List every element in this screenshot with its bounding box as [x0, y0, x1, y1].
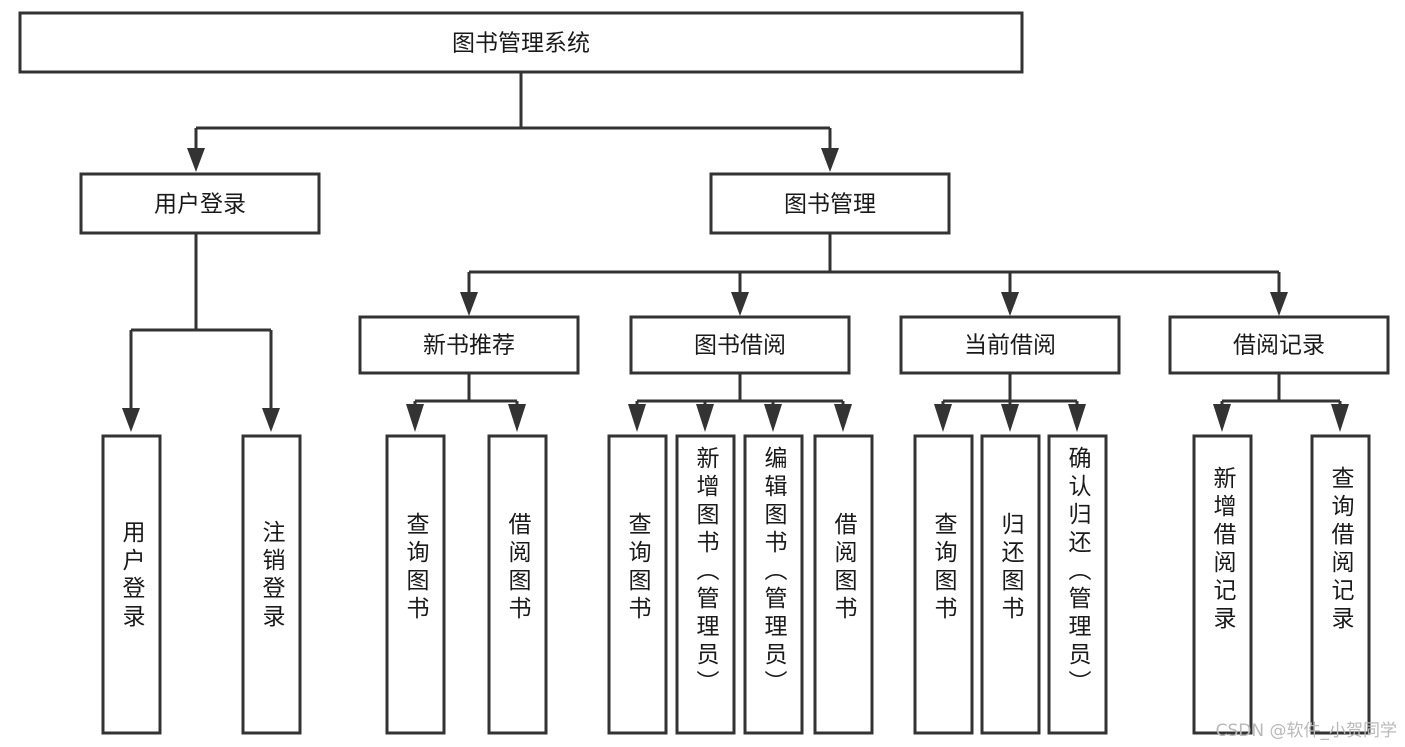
leaf-new-book-recommend-2-box[interactable] [487, 434, 548, 735]
leaf-book-borrow-3-label: 编辑图书（管理员） [760, 446, 788, 698]
leaf-current-borrow-3[interactable]: 确认归还（管理员） [1047, 434, 1108, 735]
leaf-new-book-recommend-2[interactable]: 借阅图书 [487, 434, 548, 735]
leaf-current-borrow-1-box[interactable] [913, 434, 974, 735]
leaf-borrow-record-1-box[interactable] [1192, 434, 1253, 735]
leaf-book-borrow-3-box[interactable] [743, 434, 804, 735]
arrow-head-new-book-leaf-1 [406, 404, 424, 432]
leaf-book-borrow-2[interactable]: 新增图书（管理员） [675, 434, 736, 735]
arrow-head-l3-current-borrow [1001, 292, 1019, 316]
node-current-borrow-label: 当前借阅 [964, 333, 1056, 359]
leaf-book-borrow-3[interactable]: 编辑图书（管理员） [743, 434, 804, 735]
leaf-book-borrow-4-label: 借阅图书 [830, 512, 858, 624]
leaf-user-login-2[interactable]: 注销登录 [241, 434, 302, 735]
arrow-head-user-login-leaf-1 [122, 408, 140, 432]
leaf-current-borrow-3-box[interactable] [1047, 434, 1108, 735]
leaf-new-book-recommend-2-label: 借阅图书 [504, 512, 532, 624]
arrow-head-user-login-leaf-2 [262, 408, 280, 432]
connector-group-book-manage [460, 233, 1288, 316]
node-current-borrow[interactable]: 当前借阅 [899, 315, 1121, 375]
arrow-head-borrow-record-leaf-1 [1213, 404, 1231, 432]
node-book-borrow-box[interactable] [629, 315, 851, 375]
leaf-borrow-record-1[interactable]: 新增借阅记录 [1192, 434, 1253, 735]
leaf-current-borrow-1[interactable]: 查询图书 [913, 434, 974, 735]
arrow-head-user-login [187, 148, 205, 172]
node-user-login-label: 用户登录 [154, 192, 246, 218]
leaf-user-login-1[interactable]: 用户登录 [101, 434, 162, 735]
node-book-manage-label: 图书管理 [784, 192, 876, 218]
leaf-book-borrow-4[interactable]: 借阅图书 [813, 434, 874, 735]
leaf-user-login-1-box[interactable] [101, 434, 162, 735]
node-current-borrow-box[interactable] [899, 315, 1121, 375]
node-book-borrow[interactable]: 图书借阅 [629, 315, 851, 375]
arrow-head-l3-borrow-record [1270, 292, 1288, 316]
arrow-head-current-borrow-leaf-3 [1068, 404, 1086, 432]
leaf-borrow-record-2[interactable]: 查询借阅记录 [1310, 434, 1371, 735]
node-root-system[interactable]: 图书管理系统 [18, 11, 1024, 74]
leaf-book-borrow-4-box[interactable] [813, 434, 874, 735]
node-root-system-label: 图书管理系统 [452, 31, 590, 57]
leaf-new-book-recommend-1[interactable]: 查询图书 [385, 434, 446, 735]
leaf-book-borrow-1-label: 查询图书 [624, 512, 652, 624]
leaf-borrow-record-2-box[interactable] [1310, 434, 1371, 735]
leaf-current-borrow-2-label: 归还图书 [997, 512, 1025, 624]
node-borrow-record-label: 借阅记录 [1233, 333, 1325, 359]
arrow-head-borrow-record-leaf-2 [1331, 404, 1349, 432]
node-book-borrow-label: 图书借阅 [694, 333, 786, 359]
leaf-borrow-record-2-label: 查询借阅记录 [1327, 466, 1355, 634]
leaf-new-book-recommend-1-label: 查询图书 [402, 512, 430, 624]
arrow-head-book-borrow-leaf-4 [834, 404, 852, 432]
leaf-book-borrow-2-box[interactable] [675, 434, 736, 735]
arrow-head-new-book-leaf-2 [508, 404, 526, 432]
connector-group-user-login [122, 233, 280, 432]
leaf-user-login-2-label: 注销登录 [258, 520, 286, 632]
arrow-head-l3-book-borrow [731, 292, 749, 316]
node-user-login[interactable]: 用户登录 [79, 172, 321, 235]
arrow-head-current-borrow-leaf-2 [1001, 404, 1019, 432]
connector-group-borrow-record [1213, 373, 1349, 432]
node-borrow-record-box[interactable] [1168, 315, 1390, 375]
leaf-book-borrow-1-box[interactable] [607, 434, 668, 735]
node-book-manage-box[interactable] [709, 172, 951, 235]
node-user-login-box[interactable] [79, 172, 321, 235]
node-new-book-recommend[interactable]: 新书推荐 [358, 315, 580, 375]
node-root-system-box[interactable] [18, 11, 1024, 74]
leaf-book-borrow-2-label: 新增图书（管理员） [692, 446, 720, 698]
leaf-book-borrow-1[interactable]: 查询图书 [607, 434, 668, 735]
arrow-head-book-borrow-leaf-3 [764, 404, 782, 432]
arrow-head-l3-new-book [460, 292, 478, 316]
node-new-book-recommend-box[interactable] [358, 315, 580, 375]
node-book-manage[interactable]: 图书管理 [709, 172, 951, 235]
arrow-head-book-borrow-leaf-2 [696, 404, 714, 432]
connector-group-root [187, 72, 839, 172]
leaf-borrow-record-1-label: 新增借阅记录 [1209, 466, 1237, 634]
leaf-user-login-1-label: 用户登录 [118, 520, 146, 632]
leaf-current-borrow-2-box[interactable] [980, 434, 1041, 735]
connector-group-book-borrow [628, 373, 852, 432]
leaf-new-book-recommend-1-box[interactable] [385, 434, 446, 735]
leaf-current-borrow-2[interactable]: 归还图书 [980, 434, 1041, 735]
leaf-user-login-2-box[interactable] [241, 434, 302, 735]
leaf-current-borrow-1-label: 查询图书 [930, 512, 958, 624]
arrow-head-book-borrow-leaf-1 [628, 404, 646, 432]
leaf-current-borrow-3-label: 确认归还（管理员） [1064, 446, 1092, 698]
connector-group-current-borrow [934, 373, 1086, 432]
arrow-head-book-manage [821, 148, 839, 172]
node-new-book-recommend-label: 新书推荐 [423, 333, 515, 359]
connector-group-new-book-recommend [406, 373, 526, 432]
arrow-head-current-borrow-leaf-1 [934, 404, 952, 432]
node-borrow-record[interactable]: 借阅记录 [1168, 315, 1390, 375]
